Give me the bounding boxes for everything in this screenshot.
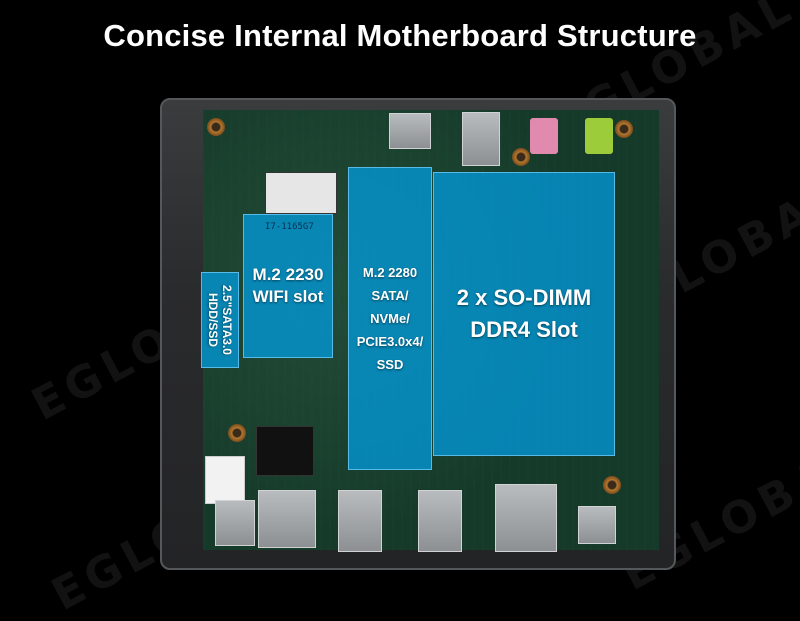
hdmi-port bbox=[258, 490, 316, 548]
m2-slot-connector bbox=[265, 172, 337, 214]
screw bbox=[512, 148, 530, 166]
so-dimm-slot-label: 2 x SO-DIMM DDR4 Slot bbox=[433, 172, 615, 456]
sata-bay-label: 2.5"SATA3.0 HDD/SSD bbox=[201, 272, 239, 368]
screw bbox=[207, 118, 225, 136]
usb-port bbox=[462, 112, 500, 166]
screw bbox=[603, 476, 621, 494]
usb-port bbox=[389, 113, 431, 149]
page-title: Concise Internal Motherboard Structure bbox=[103, 18, 697, 53]
ethernet-port bbox=[495, 484, 557, 552]
m2-ssd-slot-label: M.2 2280 SATA/ NVMe/ PCIE3.0x4/ SSD bbox=[348, 167, 432, 470]
usb-c-port bbox=[578, 506, 616, 544]
wifi-slot-label: M.2 2230 WIFI slot bbox=[243, 214, 333, 358]
screw bbox=[228, 424, 246, 442]
screw bbox=[615, 120, 633, 138]
usb-port bbox=[215, 500, 255, 546]
power-connector bbox=[205, 456, 245, 504]
chip-marking: I7-1165G7 bbox=[265, 222, 314, 232]
chipset bbox=[256, 426, 314, 476]
usb-port bbox=[338, 490, 382, 552]
audio-jack bbox=[585, 118, 613, 154]
usb-port bbox=[418, 490, 462, 552]
mic-jack bbox=[530, 118, 558, 154]
